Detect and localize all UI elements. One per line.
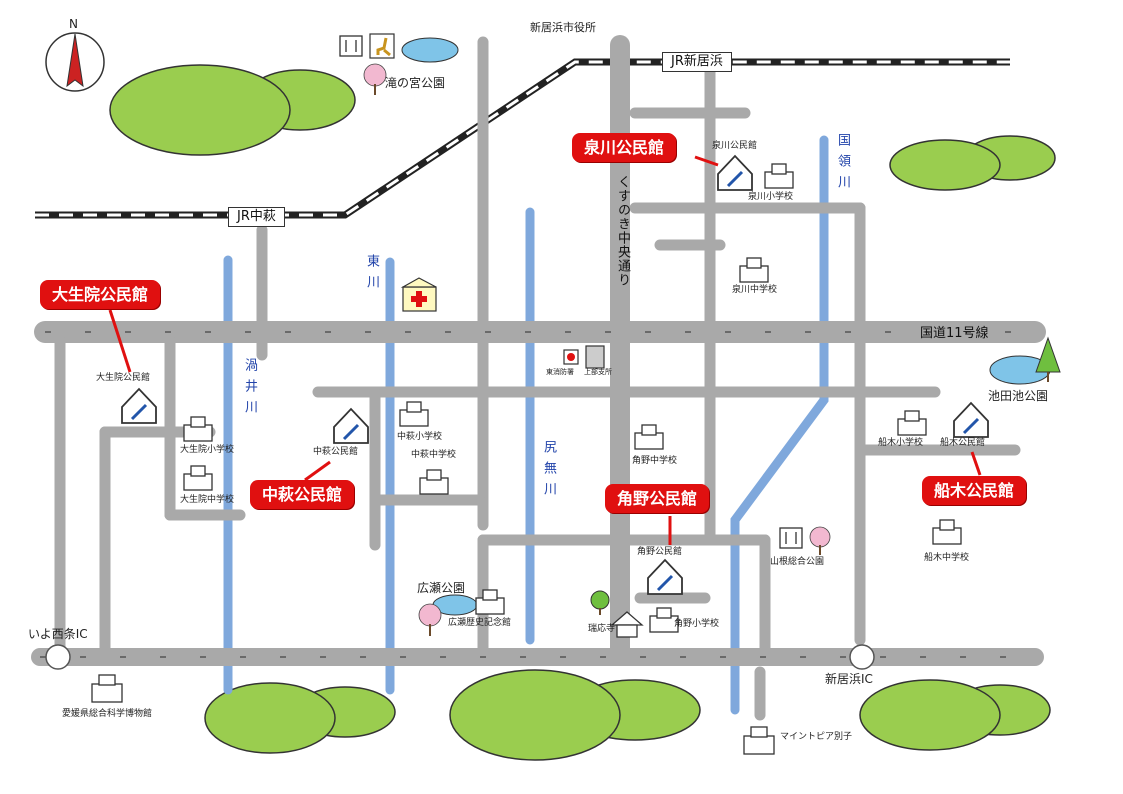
road-centerlines (40, 331, 1035, 658)
station-nakahagi[interactable]: JR中萩 (228, 207, 285, 227)
label-funaki-hall: 船木公民館 (940, 438, 986, 448)
green-tree-icons (590, 336, 1061, 615)
river-uzui-label: 渦井川 (242, 358, 257, 421)
label-zuioji: 瑞応寺 (588, 624, 616, 634)
temple-icon (610, 611, 644, 638)
rivers (223, 135, 829, 715)
callout-izumikawa[interactable]: 泉川公民館 (572, 133, 677, 163)
label-hirose-park: 広瀬公園 (417, 581, 466, 595)
road-kokudo11-label: 国道11号線 (920, 326, 989, 341)
label-science-museum: 愛媛県総合科学博物館 (62, 709, 153, 719)
label-ojoin-hall: 大生院公民館 (96, 373, 151, 383)
label-nakahagi-elem: 中萩小学校 (397, 432, 443, 442)
park-swing-icons (339, 35, 803, 549)
label-ojoin-elem: 大生院小学校 (180, 445, 235, 455)
community-hall-icons (121, 154, 989, 595)
road-kusunoki-label: くすのき中央通り (615, 175, 630, 287)
callout-pointers (108, 155, 982, 545)
label-city-hall: 新居浜市役所 (530, 21, 596, 34)
river-kokuryo-label: 国領川 (835, 133, 850, 196)
river-higashi-label: 東川 (364, 254, 379, 296)
label-nakahagi-hall: 中萩公民館 (313, 447, 359, 457)
callout-nakahagi[interactable]: 中萩公民館 (250, 480, 355, 510)
giraffe-icon (369, 33, 395, 59)
compass (45, 32, 105, 92)
label-izumikawa-hall: 泉川公民館 (712, 141, 758, 151)
compass-north-label: N (69, 17, 78, 31)
railway (35, 58, 1010, 219)
iyo-saijo-ic-marker (45, 644, 71, 670)
label-funaki-jh: 船木中学校 (924, 553, 970, 563)
label-sumino-elem: 角野小学校 (674, 619, 720, 629)
ic-iyo-saijo-label: いよ西条IC (28, 627, 88, 641)
hospital-icon (400, 277, 437, 312)
label-fire-station: 東消防署 (546, 368, 574, 376)
pencil-marks (130, 170, 980, 592)
label-yamane-park: 山根総合公園 (770, 557, 825, 567)
ic-niihama-label: 新居浜IC (825, 672, 873, 686)
label-mine-theme-park: マイントピア別子 (780, 732, 853, 742)
hills (109, 64, 1056, 761)
label-ikeda-park: 池田池公園 (988, 389, 1049, 403)
label-branch-office: 上部支所 (584, 368, 612, 376)
callout-ojoin[interactable]: 大生院公民館 (40, 280, 161, 310)
office-building-icon (585, 345, 605, 369)
label-izumikawa-elem: 泉川小学校 (748, 192, 794, 202)
label-sumino-hall: 角野公民館 (637, 547, 683, 557)
callout-sumino[interactable]: 角野公民館 (605, 484, 710, 514)
callout-funaki[interactable]: 船木公民館 (922, 476, 1027, 506)
label-izumikawa-jh: 泉川中学校 (732, 285, 778, 295)
fire-station-icon (563, 349, 579, 365)
label-sumino-jh: 角野中学校 (632, 456, 678, 466)
label-hirose-museum: 広瀬歴史記念館 (448, 618, 512, 628)
niihama-ic-marker (849, 644, 875, 670)
label-ojoin-jh: 大生院中学校 (180, 495, 235, 505)
school-icons (91, 163, 962, 755)
station-shin-ihama[interactable]: JR新居浜 (662, 52, 732, 72)
label-nakahagi-jh: 中萩中学校 (411, 450, 457, 460)
river-shirinashi-label: 尻無川 (541, 440, 556, 503)
label-funaki-elem: 船木小学校 (878, 438, 924, 448)
cherry-tree-icons (363, 63, 831, 636)
label-takinomiya-park: 滝の宮公園 (385, 76, 446, 90)
